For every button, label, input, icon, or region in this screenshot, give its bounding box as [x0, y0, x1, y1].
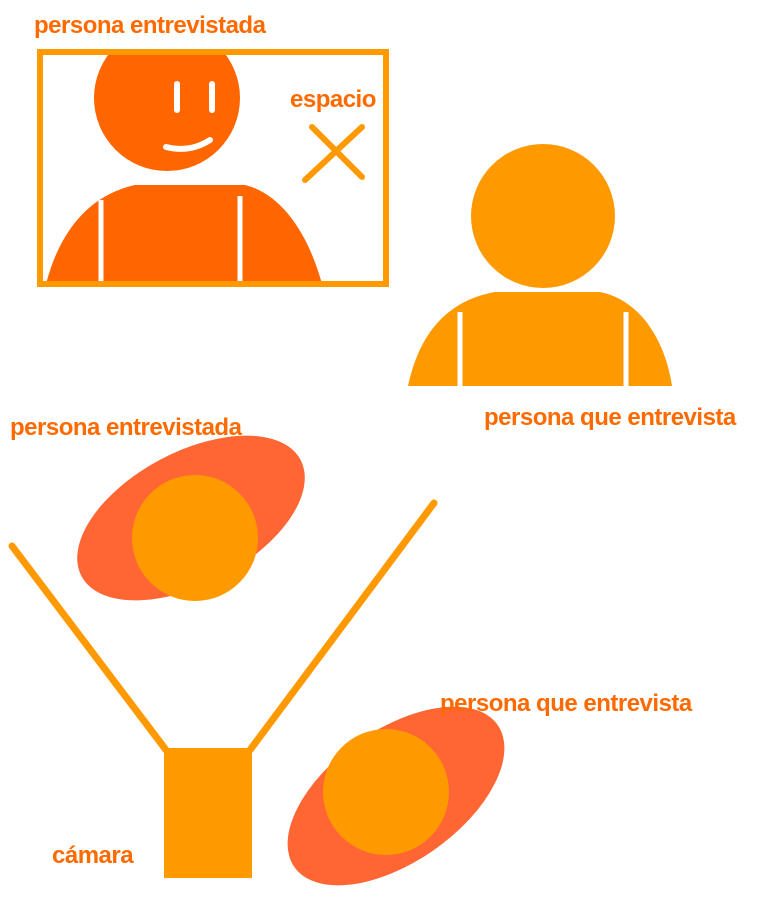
interviewer-head — [471, 144, 615, 288]
interviewee-smile — [163, 137, 213, 152]
label-interviewer-bottom: persona que entrevista — [440, 690, 692, 717]
camera-box — [164, 748, 252, 878]
camera-frame-view — [37, 49, 389, 287]
label-interviewer-top: persona que entrevista — [484, 404, 736, 431]
space-marker-line-b — [302, 124, 365, 183]
interviewer-head-top-view — [323, 729, 449, 855]
camera-frame-border — [37, 49, 389, 287]
camera-view-line-left — [8, 542, 170, 754]
interviewee-figure — [46, 52, 322, 284]
label-camera: cámara — [52, 842, 134, 869]
top-view-layout — [8, 435, 505, 886]
interviewer-body — [408, 292, 672, 386]
interviewee-body — [46, 185, 322, 284]
interviewee-head-top-view — [132, 475, 258, 601]
label-interviewee-bottom: persona entrevistada — [10, 414, 242, 441]
interviewer-figure — [408, 144, 672, 386]
camera-view-line-right — [246, 499, 438, 754]
label-interviewee-top: persona entrevistada — [34, 12, 266, 39]
label-space: espacio — [290, 86, 376, 113]
